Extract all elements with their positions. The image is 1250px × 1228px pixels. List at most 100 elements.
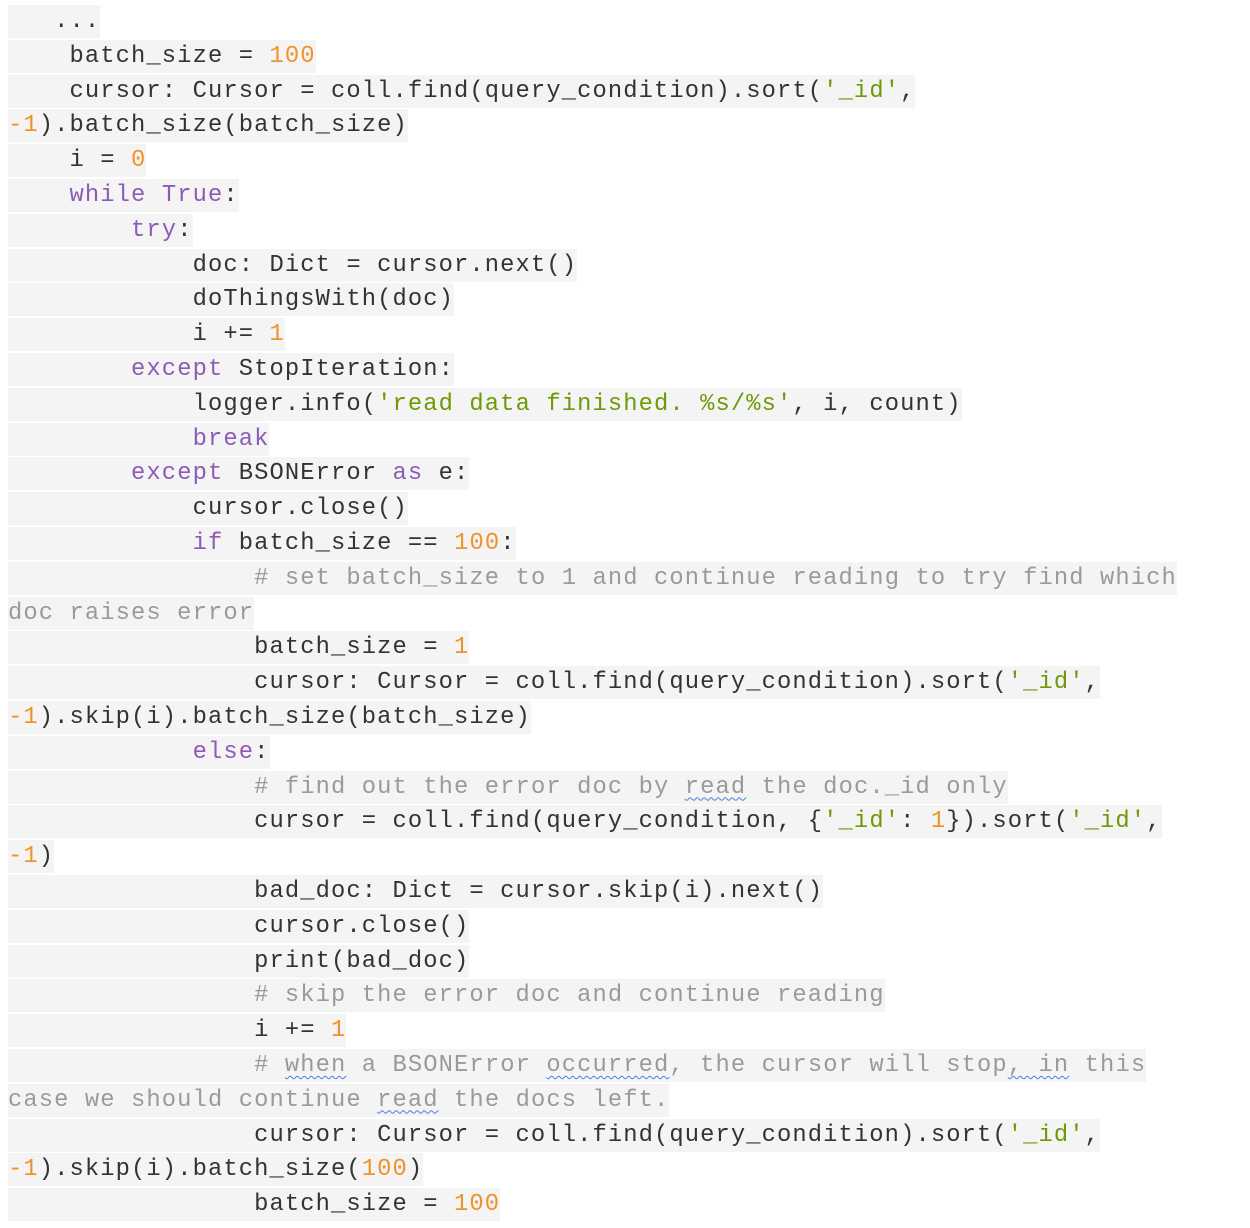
code-token: cursor.close() — [8, 912, 470, 940]
code-token — [8, 356, 131, 383]
code-line: i += 1 — [8, 1014, 1248, 1049]
code-line-text: # when a BSONError occurred, the cursor … — [8, 1048, 1147, 1082]
code-token: batch_size = — [8, 1191, 455, 1219]
code-token: : — [900, 808, 931, 836]
code-token: cursor: Cursor = coll.find(query_conditi… — [8, 77, 824, 105]
code-token: -1 — [8, 1156, 39, 1184]
code-token: batch_size == — [223, 529, 455, 557]
code-token: 1 — [331, 1017, 347, 1045]
code-token: print(bad_doc) — [8, 947, 470, 975]
code-token: try — [131, 216, 178, 244]
code-token — [8, 426, 193, 453]
code-line: except StopIteration: — [8, 352, 1248, 388]
code-line-text: logger.info('read data finished. %s/%s',… — [8, 387, 962, 421]
code-token: batch_size = — [8, 634, 455, 662]
code-token: except — [131, 355, 224, 383]
code-line: i += 1 — [8, 318, 1248, 353]
code-token: # — [254, 1051, 285, 1079]
code-line: else: — [8, 735, 1248, 771]
code-token: while — [69, 181, 147, 209]
code-line-text: doThingsWith(doc) — [8, 283, 455, 317]
code-line-text: -1) — [8, 840, 55, 874]
code-token: break — [192, 425, 270, 453]
code-token: 100 — [269, 42, 316, 70]
code-token: 100 — [361, 1156, 408, 1184]
code-token: cursor.close() — [8, 495, 408, 523]
code-token: ).skip(i).batch_size(batch_size) — [38, 703, 531, 731]
code-token: 100 — [454, 529, 501, 557]
code-line: # skip the error doc and continue readin… — [8, 979, 1248, 1014]
code-token: # find out the error doc by — [254, 773, 685, 801]
code-line: -1) — [8, 840, 1248, 875]
code-line: if batch_size == 100: — [8, 526, 1248, 562]
code-token: ) — [407, 1156, 424, 1184]
code-token: 1 — [930, 808, 947, 836]
code-line: ... — [8, 5, 1248, 40]
spellcheck-word: when — [284, 1051, 347, 1079]
code-token: doThingsWith(doc) — [8, 286, 455, 314]
code-line: # when a BSONError occurred, the cursor … — [8, 1048, 1248, 1084]
code-token: -1 — [8, 112, 39, 140]
code-line: # find out the error doc by read the doc… — [8, 770, 1248, 806]
code-token: 'read data finished. %s/%s' — [377, 390, 793, 418]
code-line-text: batch_size = 1 — [8, 631, 470, 665]
code-line-text: else: — [8, 735, 270, 769]
code-line-text: i = 0 — [8, 144, 147, 178]
code-token: batch_size = — [8, 42, 270, 70]
code-line-text: print(bad_doc) — [8, 944, 470, 978]
code-line: while True: — [8, 178, 1248, 214]
spellcheck-word: occurred — [546, 1051, 670, 1079]
code-line: -1).batch_size(batch_size) — [8, 109, 1248, 144]
code-token: '_id' — [823, 77, 901, 105]
code-line-text: i += 1 — [8, 1014, 347, 1048]
code-token: , — [1084, 669, 1101, 697]
code-line-text: # skip the error doc and continue readin… — [8, 979, 885, 1013]
code-token: doc raises error — [8, 599, 255, 627]
code-line-text: while True: — [8, 178, 239, 212]
code-line: cursor: Cursor = coll.find(query_conditi… — [8, 1118, 1248, 1154]
code-token — [8, 739, 193, 766]
code-token: i += — [8, 321, 270, 349]
code-token: , the cursor will stop — [669, 1051, 1008, 1079]
code-line-text: cursor.close() — [8, 492, 408, 526]
code-token: cursor: Cursor = coll.find(query_conditi… — [8, 1121, 1008, 1149]
code-line-text: ... — [8, 5, 101, 38]
spellcheck-word: read — [684, 773, 747, 801]
code-line: case we should continue read the docs le… — [8, 1083, 1248, 1119]
code-token: }).sort( — [946, 808, 1070, 836]
code-token: 1 — [269, 321, 285, 349]
code-line: bad_doc: Dict = cursor.skip(i).next() — [8, 874, 1248, 910]
code-line: # set batch_size to 1 and continue readi… — [8, 561, 1248, 597]
code-token: case we should continue — [8, 1086, 378, 1114]
code-token: as — [392, 460, 424, 488]
code-token: except — [131, 460, 224, 488]
code-token: ... — [8, 8, 101, 35]
code-line: logger.info('read data finished. %s/%s',… — [8, 387, 1248, 423]
code-token — [8, 774, 254, 801]
code-token: doc: Dict = cursor.next() — [8, 251, 578, 279]
code-token: logger.info( — [8, 390, 378, 418]
code-token: a BSONError — [346, 1051, 547, 1079]
code-line: doc: Dict = cursor.next() — [8, 248, 1248, 284]
code-line-text: -1).skip(i).batch_size(batch_size) — [8, 700, 531, 734]
code-line-text: if batch_size == 100: — [8, 526, 516, 560]
code-line: batch_size = 100 — [8, 39, 1248, 75]
code-token — [146, 182, 161, 209]
code-token — [8, 530, 193, 557]
code-token: True — [161, 181, 224, 209]
code-token: : — [177, 216, 193, 244]
code-token: -1 — [8, 843, 39, 871]
code-token: , — [1084, 1121, 1101, 1149]
code-token: # skip the error doc and continue readin… — [254, 982, 885, 1010]
code-token: '_id' — [1007, 669, 1085, 697]
code-line-text: bad_doc: Dict = cursor.skip(i).next() — [8, 874, 824, 908]
code-token: cursor = coll.find(query_condition, { — [8, 808, 824, 836]
code-token: '_id' — [1007, 1121, 1085, 1149]
code-token — [8, 1052, 254, 1079]
code-token: : — [223, 181, 239, 209]
code-token: e: — [423, 460, 470, 488]
code-token: ).skip(i).batch_size( — [38, 1156, 362, 1184]
code-line: i = 0 — [8, 144, 1248, 179]
code-token: the doc._id only — [746, 773, 1008, 801]
spellcheck-word: read — [377, 1086, 439, 1114]
